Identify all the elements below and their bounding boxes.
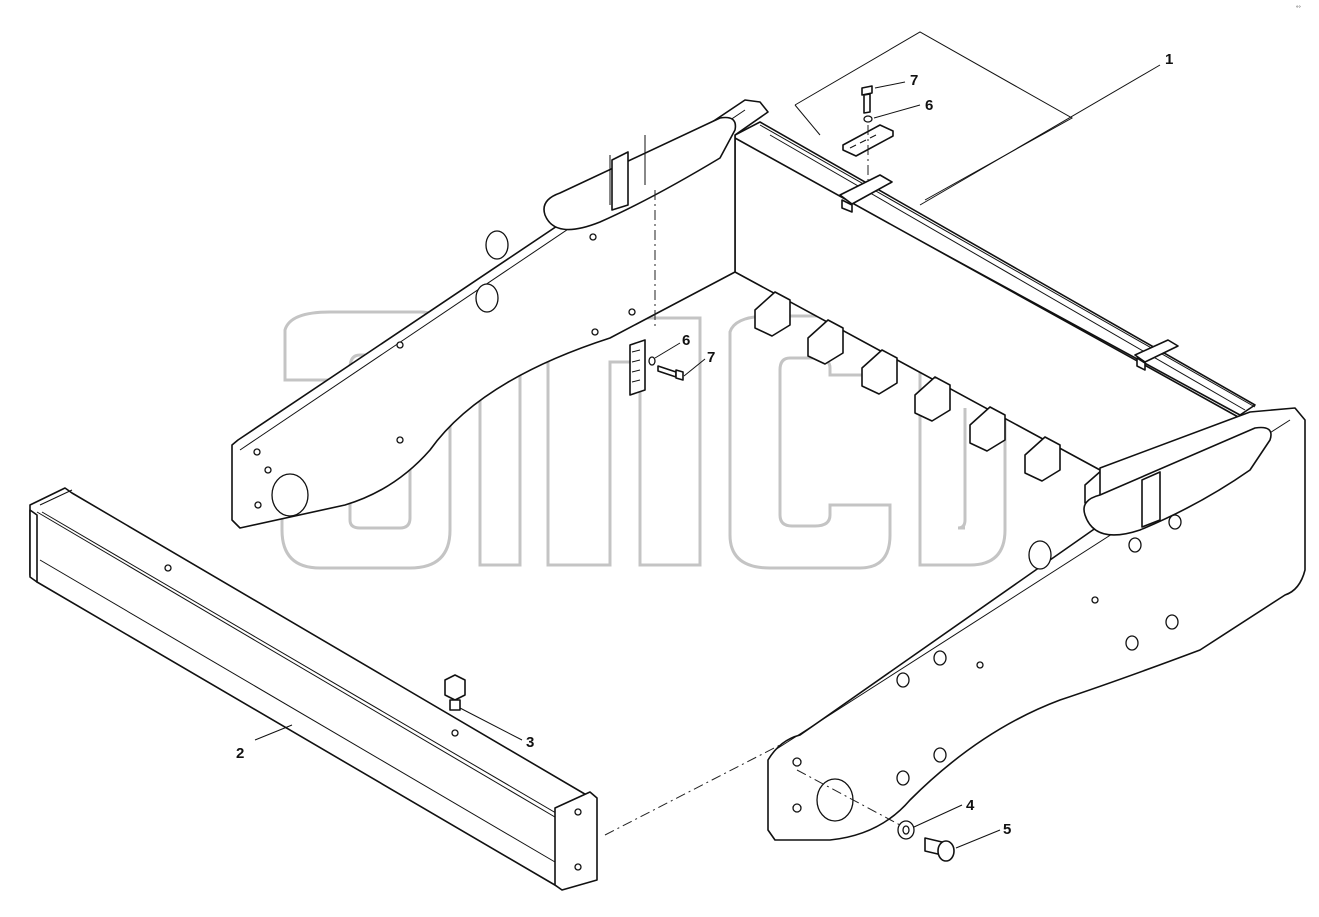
callout-3: 3 bbox=[526, 734, 534, 751]
mid-washer bbox=[648, 356, 656, 366]
pivot-fasteners bbox=[897, 820, 955, 862]
top-rail-clamps bbox=[839, 174, 1179, 371]
callout-2: 2 bbox=[236, 745, 244, 762]
callout-5: 5 bbox=[1003, 821, 1011, 838]
main-frame bbox=[231, 99, 1306, 841]
leader-lines bbox=[254, 64, 1161, 849]
callout-7-mid: 7 bbox=[707, 349, 715, 366]
callout-6-mid: 6 bbox=[682, 332, 690, 349]
pivot-bolt-head bbox=[937, 840, 955, 862]
corner-mark: °° bbox=[1296, 6, 1301, 12]
right-plate-slot bbox=[1083, 426, 1272, 536]
assembly-lines bbox=[604, 125, 901, 836]
callout-6-upper: 6 bbox=[925, 97, 933, 114]
upper-bolt-head bbox=[861, 85, 873, 96]
callout-7-upper: 7 bbox=[910, 72, 918, 89]
tube-end-plate bbox=[554, 791, 598, 891]
upper-washer bbox=[863, 115, 873, 123]
callout-1: 1 bbox=[1165, 51, 1173, 68]
left-pivot-hole bbox=[271, 473, 309, 517]
cross-tube-bar bbox=[29, 487, 598, 891]
mid-clamp-assembly bbox=[629, 339, 684, 396]
right-pivot-hole bbox=[816, 778, 854, 822]
left-plate-slot bbox=[543, 116, 737, 231]
mid-clamp-plate bbox=[629, 339, 646, 396]
plug-bolt bbox=[444, 674, 466, 711]
left-side-plate bbox=[231, 99, 769, 529]
callout-4: 4 bbox=[966, 797, 975, 814]
mid-bolt-head bbox=[675, 369, 684, 381]
